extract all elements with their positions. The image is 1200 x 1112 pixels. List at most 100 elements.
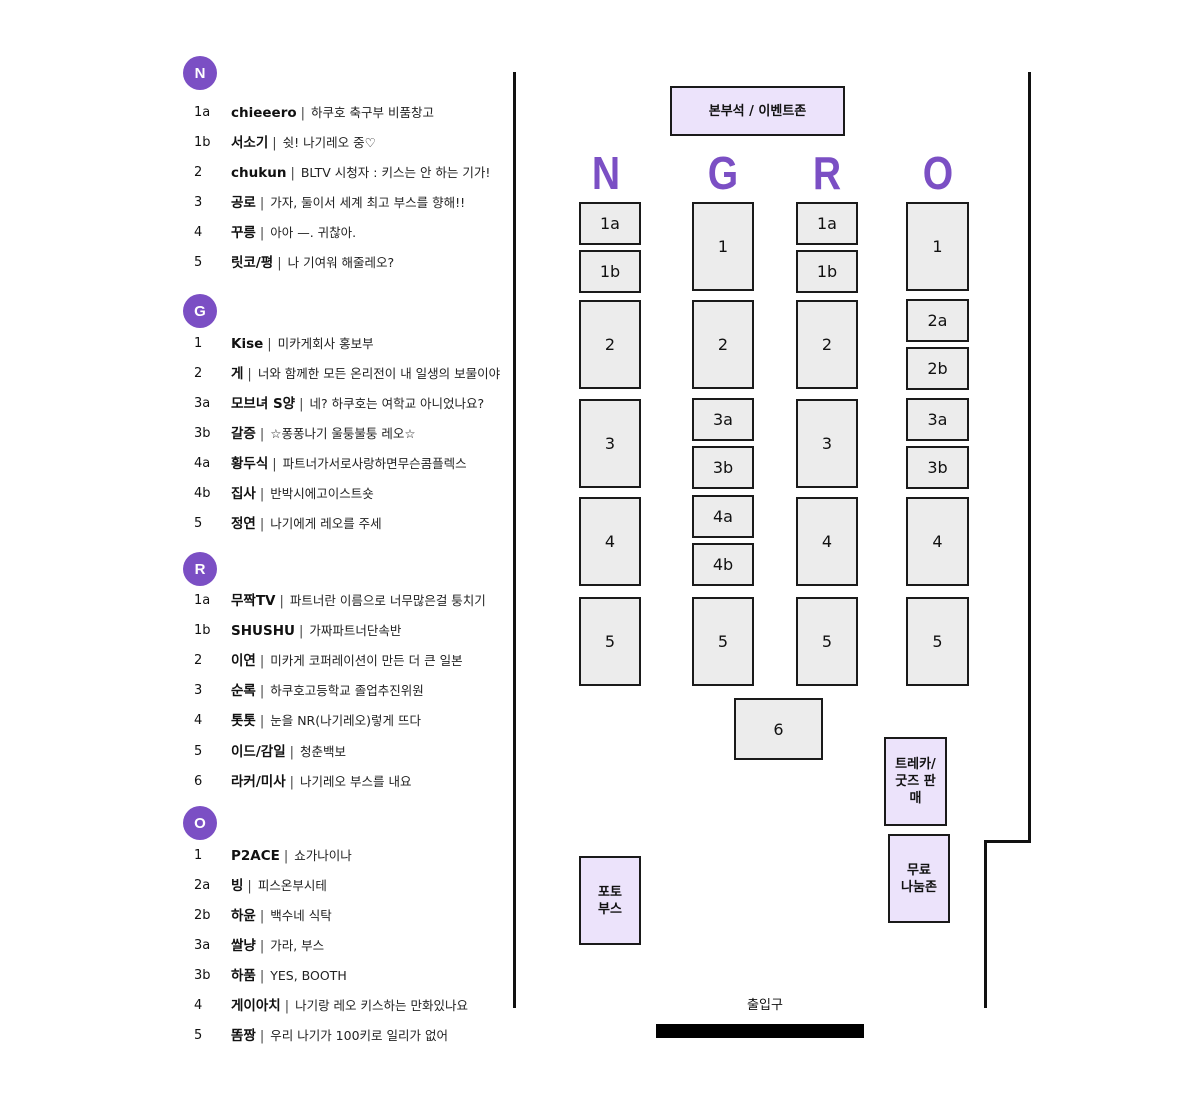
booth-g-2[interactable]: 2 — [692, 300, 754, 389]
exit-door — [656, 1024, 864, 1038]
column-header-g: G — [707, 147, 739, 199]
booth-o-3a[interactable]: 3a — [906, 398, 969, 441]
right-wall-lower — [984, 840, 987, 1008]
circle-title: 가자, 둘이서 세계 최고 부스를 향해!! — [270, 195, 466, 210]
merch-sale-zone: 트레카/ 굿즈 판매 — [884, 737, 947, 826]
booth-n-1a[interactable]: 1a — [579, 202, 641, 245]
section-badge-g: G — [183, 294, 217, 328]
circle-name: 서소기 — [231, 135, 269, 151]
circle-name: 게 — [231, 366, 244, 382]
circle-name: P2ACE — [231, 848, 280, 864]
right-wall-upper — [1028, 72, 1031, 842]
booth-number: 5 — [194, 255, 203, 270]
booth-number: 5 — [194, 516, 203, 531]
circle-title: YES, BOOTH — [270, 968, 347, 983]
circle-title: 백수네 식탁 — [270, 908, 332, 923]
booth-n-1b[interactable]: 1b — [579, 250, 641, 293]
circle-name: SHUSHU — [231, 623, 295, 639]
booth-number: 3b — [194, 968, 211, 983]
booth-r-2[interactable]: 2 — [796, 300, 858, 389]
booth-o-4[interactable]: 4 — [906, 497, 969, 586]
circle-name: 갈증 — [231, 426, 256, 442]
booth-number: 5 — [194, 1028, 203, 1043]
circle-title: 하쿠호 축구부 비품창고 — [311, 105, 434, 120]
circle-title: 너와 함께한 모든 온리전이 내 일생의 보물이야 — [257, 366, 501, 381]
booth-r-1a[interactable]: 1a — [796, 202, 858, 245]
column-header-n: N — [591, 147, 621, 199]
circle-title: 가라, 부스 — [270, 938, 325, 953]
booth-g-1[interactable]: 1 — [692, 202, 754, 291]
circle-name: 이드/감일 — [231, 744, 286, 760]
circle-title: 하쿠호고등학교 졸업추진위원 — [270, 683, 424, 698]
booth-n-5[interactable]: 5 — [579, 597, 641, 686]
booth-n-3[interactable]: 3 — [579, 399, 641, 488]
circle-title: 아아 —. 귀찮아. — [270, 225, 357, 240]
booth-number: 4 — [194, 225, 203, 240]
booth-n-2[interactable]: 2 — [579, 300, 641, 389]
booth-number: 2a — [194, 878, 211, 893]
booth-number: 2 — [194, 653, 203, 668]
booth-number: 1 — [194, 336, 203, 351]
booth-r-4[interactable]: 4 — [796, 497, 858, 586]
section-badge-o: O — [183, 806, 217, 840]
booth-g-5[interactable]: 5 — [692, 597, 754, 686]
booth-r-6[interactable]: 6 — [734, 698, 823, 760]
booth-o-1[interactable]: 1 — [906, 202, 969, 291]
booth-o-5[interactable]: 5 — [906, 597, 969, 686]
booth-r-3[interactable]: 3 — [796, 399, 858, 488]
booth-o-2a[interactable]: 2a — [906, 299, 969, 342]
circle-title: 쉿! 나기레오 중♡ — [282, 135, 376, 150]
booth-number: 1a — [194, 105, 211, 120]
free-share-zone: 무료 나눔존 — [888, 834, 950, 923]
booth-number: 4b — [194, 486, 211, 501]
booth-number: 3 — [194, 683, 203, 698]
circle-title: 나기랑 레오 키스하는 만화있나요 — [295, 998, 468, 1013]
booth-number: 4 — [194, 713, 203, 728]
circle-title: 네? 하쿠호는 여학교 아니었나요? — [309, 396, 485, 411]
circle-name: 정연 — [231, 516, 256, 532]
booth-number: 3b — [194, 426, 211, 441]
circle-name: 황두식 — [231, 456, 269, 472]
circle-title: 파트너란 이름으로 너무많은걸 퉁치기 — [289, 593, 486, 608]
booth-number: 1 — [194, 848, 203, 863]
circle-title: 반박시에고이스트숏 — [270, 486, 374, 501]
booth-g-3b[interactable]: 3b — [692, 446, 754, 489]
booth-number: 3a — [194, 396, 211, 411]
section-badge-n: N — [183, 56, 217, 90]
booth-number: 1a — [194, 593, 211, 608]
booth-number: 1b — [194, 135, 211, 150]
exit-label: 출입구 — [747, 998, 783, 1013]
booth-number: 2 — [194, 366, 203, 381]
booth-r-5[interactable]: 5 — [796, 597, 858, 686]
circle-name: chukun — [231, 165, 287, 181]
booth-g-4b[interactable]: 4b — [692, 543, 754, 586]
circle-title: 나 기여워 해줄레오? — [287, 255, 395, 270]
circle-name: 똠짱 — [231, 1028, 256, 1044]
column-header-o: O — [922, 147, 954, 199]
circle-name: 쌀냥 — [231, 938, 256, 954]
booth-number: 4a — [194, 456, 211, 471]
circle-title: 파트너가서로사랑하면무슨콤플렉스 — [282, 456, 467, 471]
booth-r-1b[interactable]: 1b — [796, 250, 858, 293]
column-header-r: R — [812, 147, 842, 199]
booth-g-3a[interactable]: 3a — [692, 398, 754, 441]
booth-number: 6 — [194, 774, 203, 789]
circle-name: 하품 — [231, 968, 256, 984]
circle-title: 쇼가나이나 — [294, 848, 352, 863]
booth-g-4a[interactable]: 4a — [692, 495, 754, 538]
circle-name: 톳톳 — [231, 713, 256, 729]
booth-o-3b[interactable]: 3b — [906, 446, 969, 489]
circle-name: 라커/미사 — [231, 774, 286, 790]
booth-number: 5 — [194, 744, 203, 759]
circle-name: 무짝TV — [231, 593, 276, 609]
circle-name: 집사 — [231, 486, 256, 502]
circle-name: 이연 — [231, 653, 256, 669]
headquarters-event-zone: 본부석 / 이벤트존 — [670, 86, 845, 136]
booth-n-4[interactable]: 4 — [579, 497, 641, 586]
circle-name: chieeero — [231, 105, 297, 121]
booth-o-2b[interactable]: 2b — [906, 347, 969, 390]
section-badge-r: R — [183, 552, 217, 586]
booth-number: 2b — [194, 908, 211, 923]
booth-number: 3a — [194, 938, 211, 953]
